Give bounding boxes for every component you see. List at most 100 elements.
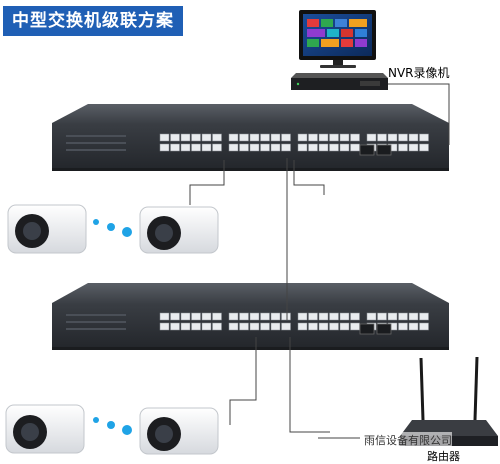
nvr-recorder	[291, 73, 388, 90]
ethernet-port	[180, 143, 191, 152]
ethernet-port	[170, 322, 180, 331]
ethernet-port	[398, 143, 408, 152]
ethernet-port	[419, 133, 429, 142]
ethernet-port	[281, 312, 291, 321]
ethernet-port	[350, 312, 360, 321]
ethernet-port	[180, 312, 191, 321]
ethernet-port	[419, 312, 429, 321]
ethernet-port	[159, 133, 170, 142]
ethernet-port	[318, 322, 329, 331]
ethernet-port	[201, 133, 212, 142]
ethernet-port	[387, 312, 398, 321]
ethernet-port	[239, 143, 249, 152]
camera-1	[7, 204, 87, 254]
ethernet-port	[329, 143, 339, 152]
ethernet-port	[239, 133, 249, 142]
ethernet-port	[318, 133, 329, 142]
ethernet-port	[318, 312, 329, 321]
ethernet-port	[318, 143, 329, 152]
ethernet-port	[159, 143, 170, 152]
ethernet-port	[366, 133, 377, 142]
ethernet-port	[170, 312, 180, 321]
ethernet-port	[191, 133, 201, 142]
ethernet-port	[212, 312, 222, 321]
cable-switch-top-to-camera-2	[189, 160, 225, 205]
cable-nvr-to-switch-top	[388, 83, 450, 145]
ethernet-port	[408, 322, 419, 331]
ethernet-port	[350, 322, 360, 331]
ethernet-port	[212, 133, 222, 142]
ethernet-port	[419, 322, 429, 331]
ethernet-port	[191, 143, 201, 152]
camera-2	[139, 206, 219, 254]
nvr-label: NVR录像机	[388, 66, 450, 80]
ellipsis-dots-bottom	[93, 417, 132, 435]
ethernet-port	[249, 133, 260, 142]
ethernet-port	[191, 312, 201, 321]
ethernet-port	[228, 322, 239, 331]
ethernet-port	[159, 312, 170, 321]
ethernet-port	[260, 133, 270, 142]
ethernet-port	[329, 322, 339, 331]
ethernet-port	[212, 143, 222, 152]
ethernet-port	[329, 133, 339, 142]
ethernet-port	[387, 133, 398, 142]
ethernet-port	[249, 322, 260, 331]
switch-top	[52, 104, 449, 171]
ethernet-port	[201, 322, 212, 331]
switch-bottom-leds	[66, 314, 126, 330]
ethernet-port	[270, 312, 281, 321]
ellipsis-dots-top	[93, 219, 132, 237]
ethernet-port	[270, 143, 281, 152]
ethernet-port	[308, 322, 318, 331]
ethernet-port	[350, 133, 360, 142]
ethernet-port	[260, 143, 270, 152]
ethernet-port	[329, 312, 339, 321]
ethernet-port	[377, 133, 387, 142]
ethernet-port	[408, 133, 419, 142]
ethernet-port	[339, 143, 350, 152]
ethernet-port	[260, 312, 270, 321]
ethernet-port	[398, 322, 408, 331]
cables	[189, 83, 450, 439]
ethernet-port	[297, 312, 308, 321]
ethernet-port	[239, 322, 249, 331]
ethernet-port	[308, 143, 318, 152]
switch-bottom	[52, 283, 449, 350]
ethernet-port	[249, 143, 260, 152]
ethernet-port	[398, 312, 408, 321]
ethernet-port	[408, 312, 419, 321]
ethernet-port	[260, 322, 270, 331]
ethernet-port	[270, 133, 281, 142]
watermark-text: 雨信设备有限公司	[364, 432, 452, 448]
cable-switch-bottom-to-router	[289, 337, 330, 433]
ethernet-port	[339, 322, 350, 331]
ethernet-port	[408, 143, 419, 152]
ethernet-port	[398, 133, 408, 142]
monitor-neck	[333, 60, 343, 66]
ethernet-port	[180, 133, 191, 142]
router-label: 路由器	[427, 450, 460, 463]
ethernet-port	[377, 312, 387, 321]
cable-switch-bottom-to-camera-4	[229, 337, 257, 425]
monitor-base	[320, 65, 356, 68]
ethernet-port	[281, 322, 291, 331]
camera-3	[5, 404, 85, 454]
ethernet-port	[281, 143, 291, 152]
ethernet-port	[419, 143, 429, 152]
ethernet-port	[228, 133, 239, 142]
ethernet-port	[366, 312, 377, 321]
monitor	[299, 10, 376, 68]
camera-4	[139, 407, 219, 455]
ethernet-port	[228, 312, 239, 321]
ethernet-port	[170, 133, 180, 142]
cable-switch-top-spare	[293, 160, 325, 195]
ethernet-port	[339, 312, 350, 321]
ethernet-port	[297, 133, 308, 142]
ethernet-port	[180, 322, 191, 331]
ethernet-port	[228, 143, 239, 152]
ethernet-port	[170, 143, 180, 152]
ethernet-port	[281, 133, 291, 142]
ethernet-port	[297, 322, 308, 331]
